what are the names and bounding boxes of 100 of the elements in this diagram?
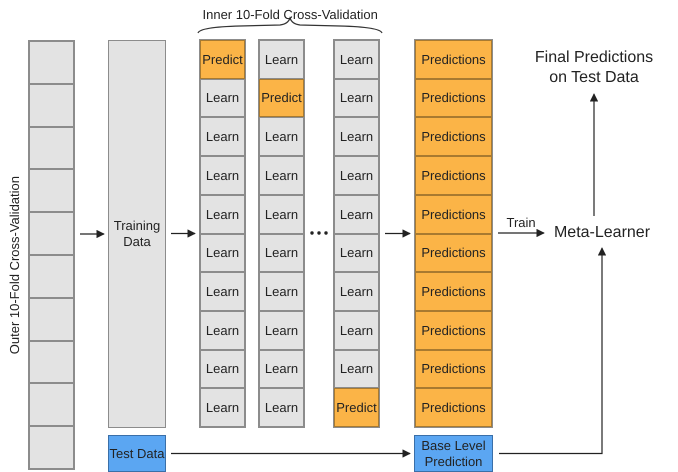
fold-cell [415, 311, 492, 350]
box-label: Predictions [421, 322, 486, 338]
fold-column [199, 39, 246, 428]
fold-cell [200, 272, 245, 311]
box-label: Learn [206, 284, 240, 300]
fold-cell [334, 117, 379, 156]
box-label: Predictions [421, 400, 486, 416]
box-label: Learn [264, 128, 298, 144]
fold-cell [334, 272, 379, 311]
arrow [590, 93, 598, 216]
node-label: Meta-Learner [554, 223, 650, 243]
fold-cell [415, 388, 492, 427]
box-label: Predict [202, 52, 243, 68]
fold-cell [29, 426, 74, 469]
box-label: Predictions [421, 245, 486, 261]
group-caption: Inner 10-Fold Cross-Validation [202, 6, 378, 22]
box-label: Learn [264, 284, 298, 300]
edge-label: Train [506, 215, 536, 230]
node-label: Final Predictions on Test Data [534, 48, 654, 88]
fold-column [414, 39, 493, 428]
fold-cell [415, 195, 492, 234]
box-label: Predictions [421, 52, 486, 68]
fold-cell [29, 84, 74, 127]
fold-column [258, 39, 305, 428]
fold-cell [415, 40, 492, 79]
fold-cell [29, 255, 74, 298]
fold-cell [259, 117, 304, 156]
box-label: Learn [206, 206, 240, 222]
arrow [171, 229, 196, 238]
box-label: Predictions [421, 168, 486, 184]
axis-caption: Outer 10-Fold Cross-Validation [7, 176, 22, 354]
box-label: Learn [264, 52, 298, 68]
box-label: Predictions [421, 284, 486, 300]
box-label: Learn [264, 206, 298, 222]
fold-cell [200, 195, 245, 234]
data-block [414, 435, 493, 472]
box-label: Learn [264, 361, 298, 377]
arrow [80, 230, 105, 238]
box-label: Learn [206, 400, 240, 416]
box-label: Training Data [112, 218, 162, 250]
fold-cell [415, 117, 492, 156]
box-label: Predictions [421, 206, 486, 222]
box-label: Learn [340, 168, 374, 184]
box-label: Predictions [421, 90, 486, 106]
fold-cell [334, 234, 379, 272]
box-label: Predictions [421, 128, 486, 144]
fold-cell [334, 79, 379, 117]
fold-cell [200, 156, 245, 195]
fold-cell [259, 195, 304, 234]
fold-cell [415, 234, 492, 272]
box-label: Learn [340, 128, 374, 144]
box-label: Learn [264, 245, 298, 261]
fold-cell [29, 298, 74, 341]
fold-cell [334, 311, 379, 350]
fold-cell [259, 234, 304, 272]
fold-cell [29, 41, 74, 84]
box-label: Learn [206, 168, 240, 184]
fold-cell [29, 383, 74, 426]
fold-cell [200, 350, 245, 388]
arrow [499, 247, 606, 454]
fold-cell [259, 40, 304, 79]
fold-cell [29, 169, 74, 212]
box-label: Learn [206, 90, 240, 106]
fold-cell [415, 350, 492, 388]
fold-cell [334, 156, 379, 195]
fold-column [333, 39, 380, 428]
box-label: Learn [340, 52, 374, 68]
fold-column [28, 40, 75, 470]
box-label: Learn [340, 284, 374, 300]
fold-cell [200, 117, 245, 156]
fold-cell [334, 388, 379, 427]
box-label: Predict [336, 400, 377, 416]
box-label: Learn [264, 168, 298, 184]
box-label: Learn [340, 322, 374, 338]
box-label: Learn [264, 400, 298, 416]
fold-cell [334, 195, 379, 234]
fold-cell [259, 388, 304, 427]
box-label: Learn [206, 361, 240, 377]
fold-cell [29, 127, 74, 169]
box-label: Base Level Prediction [420, 438, 487, 470]
arrow [171, 449, 411, 458]
fold-cell [29, 212, 74, 255]
box-label: Learn [340, 90, 374, 106]
box-label: Predict [261, 90, 302, 106]
fold-cell [108, 40, 166, 428]
box-label: Learn [340, 361, 374, 377]
box-label: Learn [206, 322, 240, 338]
fold-cell [259, 350, 304, 388]
box-label: Learn [206, 245, 240, 261]
data-block [108, 435, 166, 472]
fold-cell [29, 341, 74, 383]
box-label: Learn [340, 206, 374, 222]
fold-cell [415, 156, 492, 195]
box-label: Predictions [421, 361, 486, 377]
box-label: Learn [264, 322, 298, 338]
fold-cell [259, 311, 304, 350]
box-label: Learn [206, 128, 240, 144]
arrow [498, 228, 545, 238]
fold-cell [200, 311, 245, 350]
fold-cell [200, 234, 245, 272]
